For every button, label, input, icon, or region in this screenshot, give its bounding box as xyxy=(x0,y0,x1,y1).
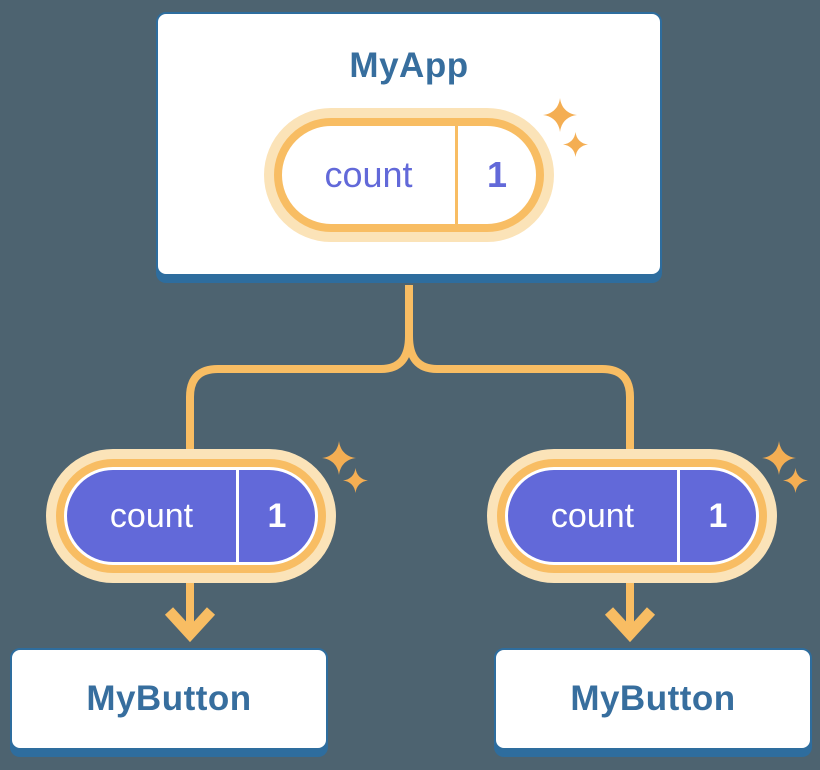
state-pill-ring: count 1 xyxy=(274,118,544,232)
state-pill-child-right: count 1 xyxy=(487,449,777,583)
sparkle-icon xyxy=(762,441,796,475)
pill-divider xyxy=(677,470,680,562)
connector-branch-left xyxy=(186,335,413,458)
state-pill-root: count 1 xyxy=(264,108,554,242)
sparkle-icon xyxy=(563,132,588,157)
state-pill-fill: count 1 xyxy=(67,470,315,562)
sparkle-icon xyxy=(543,98,577,132)
state-name: count xyxy=(324,154,413,195)
component-card-child-left: MyButton xyxy=(10,648,328,750)
component-card-child-right: MyButton xyxy=(494,648,812,750)
state-name: count xyxy=(550,496,635,535)
state-value: 1 xyxy=(486,154,508,195)
pill-divider xyxy=(236,470,239,562)
sparkle-icon xyxy=(322,441,356,475)
component-card-root: MyApp count 1 xyxy=(156,12,662,276)
arrow-head-right-icon xyxy=(604,607,656,643)
state-pill-ring: count 1 xyxy=(56,459,326,573)
state-value: 1 xyxy=(267,496,287,535)
connector-branch-right xyxy=(405,335,634,458)
sparkle-icon xyxy=(783,468,808,493)
component-title-child-left: MyButton xyxy=(86,679,252,718)
state-value: 1 xyxy=(708,496,728,535)
component-title-child-right: MyButton xyxy=(570,679,736,718)
sparkle-icon xyxy=(343,468,368,493)
arrow-head-left-icon xyxy=(164,607,216,643)
pill-divider xyxy=(455,126,458,224)
state-name: count xyxy=(109,496,194,535)
state-pill-ring: count 1 xyxy=(497,459,767,573)
state-pill-fill: count 1 xyxy=(508,470,756,562)
component-title-root: MyApp xyxy=(349,46,469,85)
state-pill-child-left: count 1 xyxy=(46,449,336,583)
